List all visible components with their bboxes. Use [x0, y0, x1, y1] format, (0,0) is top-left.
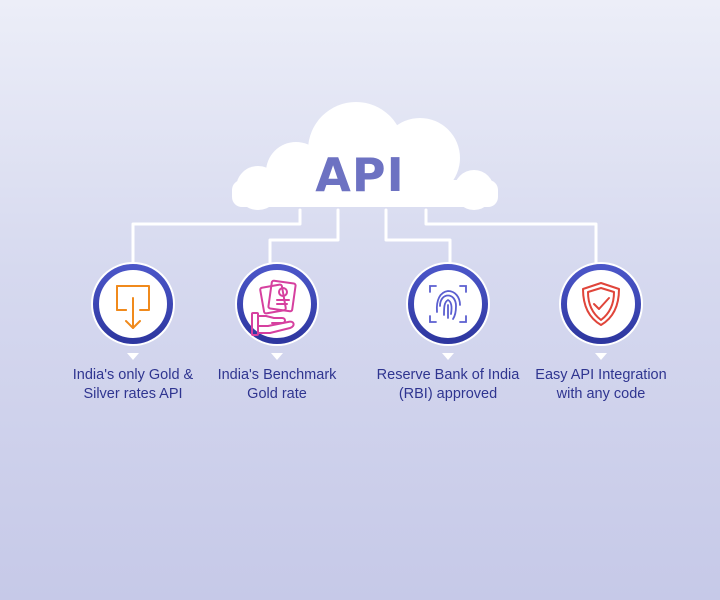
feature-label-3: Reserve Bank of India (RBI) approved	[368, 366, 528, 404]
feature-label-4: Easy API Integration with any code	[521, 366, 681, 404]
feature-label-4-line2: with any code	[556, 386, 646, 402]
pointer-triangle-3	[442, 353, 454, 360]
hand-certificate-icon	[251, 279, 297, 336]
pointer-triangle-2	[271, 353, 283, 360]
feature-label-1: India's only Gold & Silver rates API	[53, 366, 213, 404]
feature-label-4-line1: Easy API Integration	[535, 367, 667, 383]
cloud-title: API	[315, 148, 405, 202]
fingerprint-scan-icon	[429, 285, 467, 323]
feature-label-1-line2: Silver rates API	[83, 386, 183, 402]
connector-line-1	[131, 208, 302, 264]
feature-node-3	[406, 262, 490, 360]
feature-label-3-line2: (RBI) approved	[398, 386, 498, 402]
connector-line-4	[424, 208, 598, 264]
feature-node-1	[91, 262, 175, 360]
shield-check-icon	[582, 282, 620, 326]
cloud-shape	[232, 102, 498, 210]
feature-label-1-line1: India's only Gold &	[72, 367, 194, 383]
feature-label-3-line1: Reserve Bank of India	[376, 367, 520, 383]
pointer-triangle-1	[127, 353, 139, 360]
feature-label-2-line2: Gold rate	[247, 386, 307, 402]
feature-label-2-line1: India's Benchmark	[217, 367, 337, 383]
feature-node-4	[559, 262, 643, 360]
pointer-triangle-4	[595, 353, 607, 360]
feature-node-2	[235, 262, 319, 360]
download-box-icon	[116, 285, 150, 329]
feature-label-2: India's Benchmark Gold rate	[197, 366, 357, 404]
connector-line-2	[268, 208, 340, 264]
connector-line-3	[384, 208, 452, 264]
